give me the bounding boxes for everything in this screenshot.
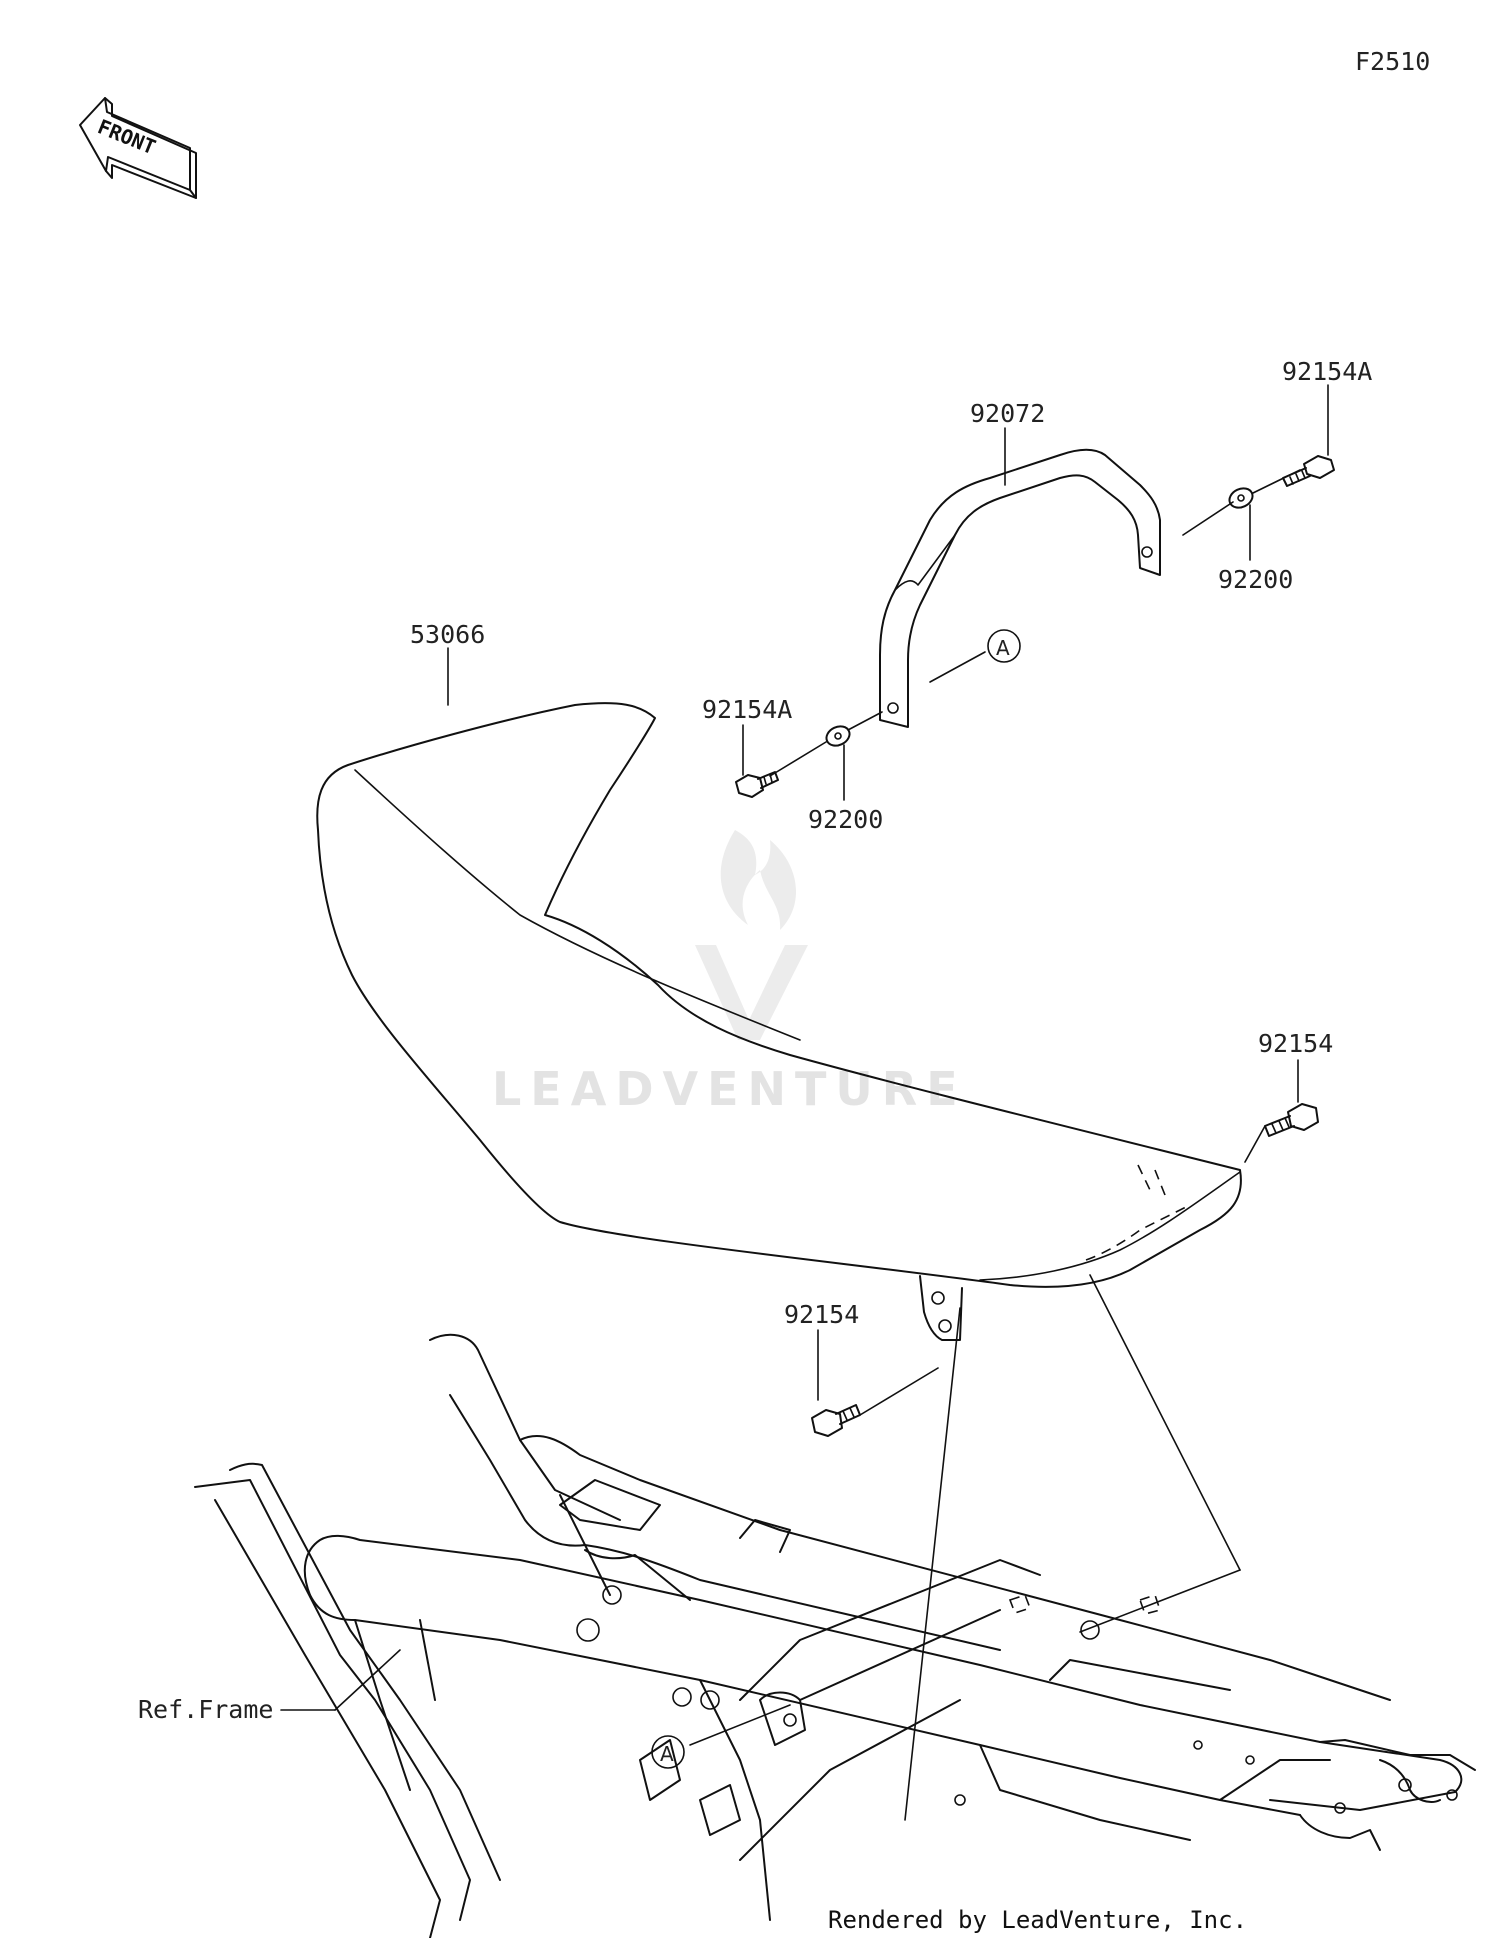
bolt-a-top [1282, 455, 1335, 487]
footer-credit: Rendered by LeadVenture, Inc. [828, 1906, 1247, 1934]
bolt-lower [811, 1404, 861, 1437]
part-label-washer-left: 92200 [808, 805, 883, 834]
grab-bar [879, 448, 1161, 728]
leader-lines [280, 384, 1329, 1821]
washer-left [825, 725, 851, 747]
part-label-bolt-a-left: 92154A [702, 695, 792, 724]
part-label-bolt-a-top: 92154A [1282, 357, 1372, 386]
seat [316, 702, 1242, 1341]
leadventure-watermark: LEADVENTURE [492, 830, 967, 1116]
callout-a-top-label: A [996, 636, 1010, 660]
diagram-code: F2510 [1355, 47, 1430, 76]
callout-a-top: A [987, 629, 1021, 663]
bolt-right [1264, 1103, 1319, 1137]
front-arrow-icon: FRONT [79, 97, 197, 199]
part-label-bolt-right: 92154 [1258, 1029, 1333, 1058]
part-label-bolt-lower: 92154 [784, 1300, 859, 1329]
frame [194, 1333, 1476, 1938]
part-label-seat: 53066 [410, 620, 485, 649]
watermark-text: LEADVENTURE [492, 1062, 967, 1116]
callout-a-bottom-label: A [660, 1742, 674, 1766]
ref-frame-label: Ref.Frame [138, 1695, 273, 1724]
washer-right [1228, 487, 1254, 509]
part-label-washer-right: 92200 [1218, 565, 1293, 594]
callout-a-bottom: A [651, 1735, 685, 1769]
part-label-grab-bar: 92072 [970, 399, 1045, 428]
